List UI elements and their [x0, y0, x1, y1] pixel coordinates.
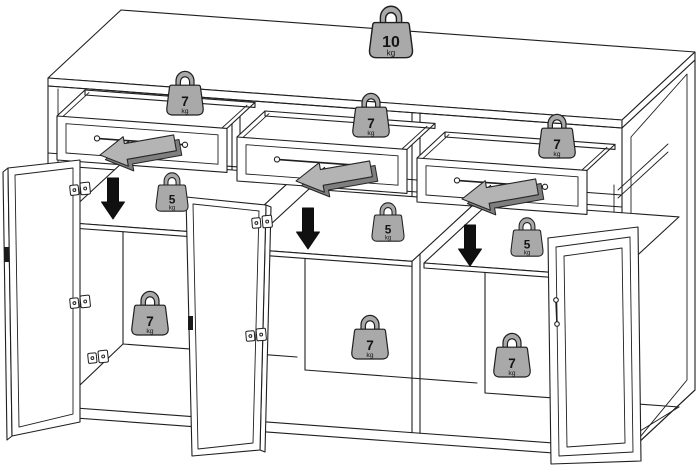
weight-icon-shelf-middle: 5 kg — [371, 202, 405, 242]
weight-icon-drawer-left: 7 kg — [166, 70, 204, 116]
weight-value: 7 — [366, 338, 374, 353]
weight-value: 5 — [169, 192, 176, 206]
door-right — [547, 226, 642, 465]
weight-unit: kg — [387, 48, 395, 57]
weight-unit: kg — [524, 250, 530, 256]
weight-icon-bottom-left: 7 kg — [131, 290, 169, 336]
door-middle — [185, 196, 273, 457]
weight-value: 10 — [382, 34, 400, 51]
weight-value: 5 — [524, 237, 531, 251]
weight-icon-shelf-right: 5 kg — [510, 217, 544, 257]
weight-unit: kg — [508, 370, 515, 377]
weight-unit: kg — [367, 130, 374, 137]
weight-icon-bottom-middle: 7 kg — [351, 314, 389, 360]
drawer-runner — [617, 143, 669, 199]
weight-value: 5 — [385, 222, 392, 236]
door-left-handle — [4, 247, 9, 262]
weight-unit: kg — [385, 235, 391, 241]
weight-unit: kg — [181, 108, 188, 115]
weight-unit: kg — [553, 151, 560, 158]
weight-icon-drawer-middle: 7 kg — [352, 92, 390, 138]
weight-value: 7 — [367, 116, 375, 131]
door-left — [2, 159, 110, 441]
weight-value: 7 — [146, 314, 154, 329]
weight-icon-shelf-left: 5 kg — [155, 172, 189, 212]
weight-icon-bottom-right: 7 kg — [493, 332, 531, 378]
door-middle-handle — [188, 316, 193, 330]
weight-unit: kg — [169, 205, 175, 211]
weight-value: 7 — [508, 356, 516, 371]
door-right-handle — [553, 297, 560, 327]
weight-icon-top: 10 kg — [368, 5, 414, 59]
weight-value: 7 — [553, 137, 561, 152]
weight-unit: kg — [366, 352, 373, 359]
weight-value: 7 — [181, 94, 189, 109]
hinge-icon — [86, 349, 110, 365]
weight-icon-drawer-right: 7 kg — [538, 113, 576, 159]
weight-unit: kg — [146, 328, 153, 335]
